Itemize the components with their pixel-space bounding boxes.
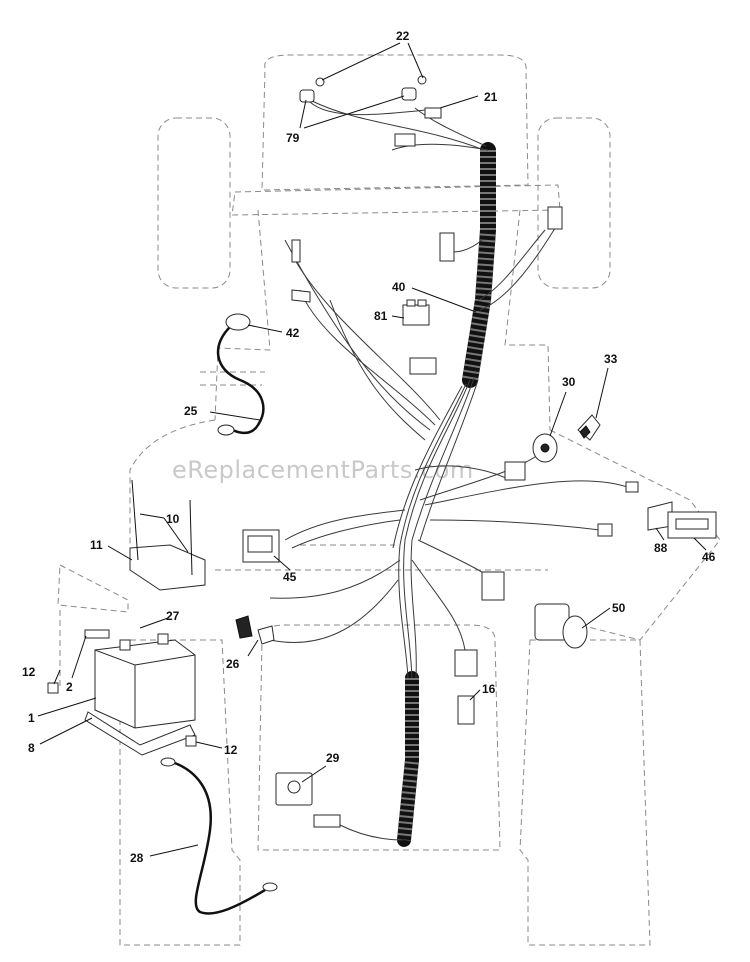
callout-16: 16 [482,682,496,696]
callout-1: 1 [28,711,35,725]
callout-2: 2 [66,680,73,694]
callout-21: 21 [484,90,498,104]
callout-33: 33 [604,352,618,366]
callout-12-right: 12 [224,743,238,757]
nut-12a [47,682,59,694]
hold-down-11 [129,544,206,591]
callout-25: 25 [184,404,198,418]
tractor-outline [57,54,721,946]
callout-50: 50 [612,601,626,615]
harness-connectors [291,206,639,677]
callout-10: 10 [166,512,180,526]
ignition-switch-30 [532,433,558,463]
hour-meter-46 [667,511,717,539]
switch-16 [457,695,475,725]
switch-50 [534,603,588,649]
rods-10 [131,479,193,576]
headlight-socket-left [299,89,315,103]
harness-loom-upper [462,142,496,388]
relay-81 [402,299,430,326]
main-harness-40 [269,99,631,847]
connector-21 [424,107,442,119]
headlight-assembly [299,75,442,147]
callout-12-left: 12 [22,665,36,679]
callout-40: 40 [392,280,406,294]
callout-30: 30 [562,375,576,389]
callout-45: 45 [283,570,297,584]
callout-27: 27 [166,609,180,623]
leader-lines [37,42,707,857]
callout-28: 28 [130,851,144,865]
battery-cable-28 [160,757,278,915]
terminal-26 [235,615,275,645]
switch-29 [275,772,341,828]
callout-labels: 22 21 79 40 81 42 33 30 25 10 11 45 88 4… [22,29,716,865]
module-45 [242,529,280,563]
callout-22: 22 [396,29,410,43]
ignition-wire-25-42 [216,313,265,436]
key-33 [577,414,601,441]
callout-29: 29 [326,751,340,765]
bolt-2 [84,629,110,639]
callout-26: 26 [226,657,240,671]
callout-79: 79 [286,131,300,145]
connector-upper [394,133,416,147]
nut-12b [185,735,197,747]
bulb-right [417,75,427,85]
callout-8: 8 [28,741,35,755]
battery-1 [94,633,196,729]
callout-42: 42 [286,326,300,340]
callout-11: 11 [90,538,103,552]
callout-46: 46 [702,550,716,564]
callout-81: 81 [374,309,388,323]
callout-88: 88 [654,541,668,555]
battery-tray-8 [84,711,196,756]
headlight-socket-right [401,87,417,101]
harness-loom-lower [397,671,419,847]
